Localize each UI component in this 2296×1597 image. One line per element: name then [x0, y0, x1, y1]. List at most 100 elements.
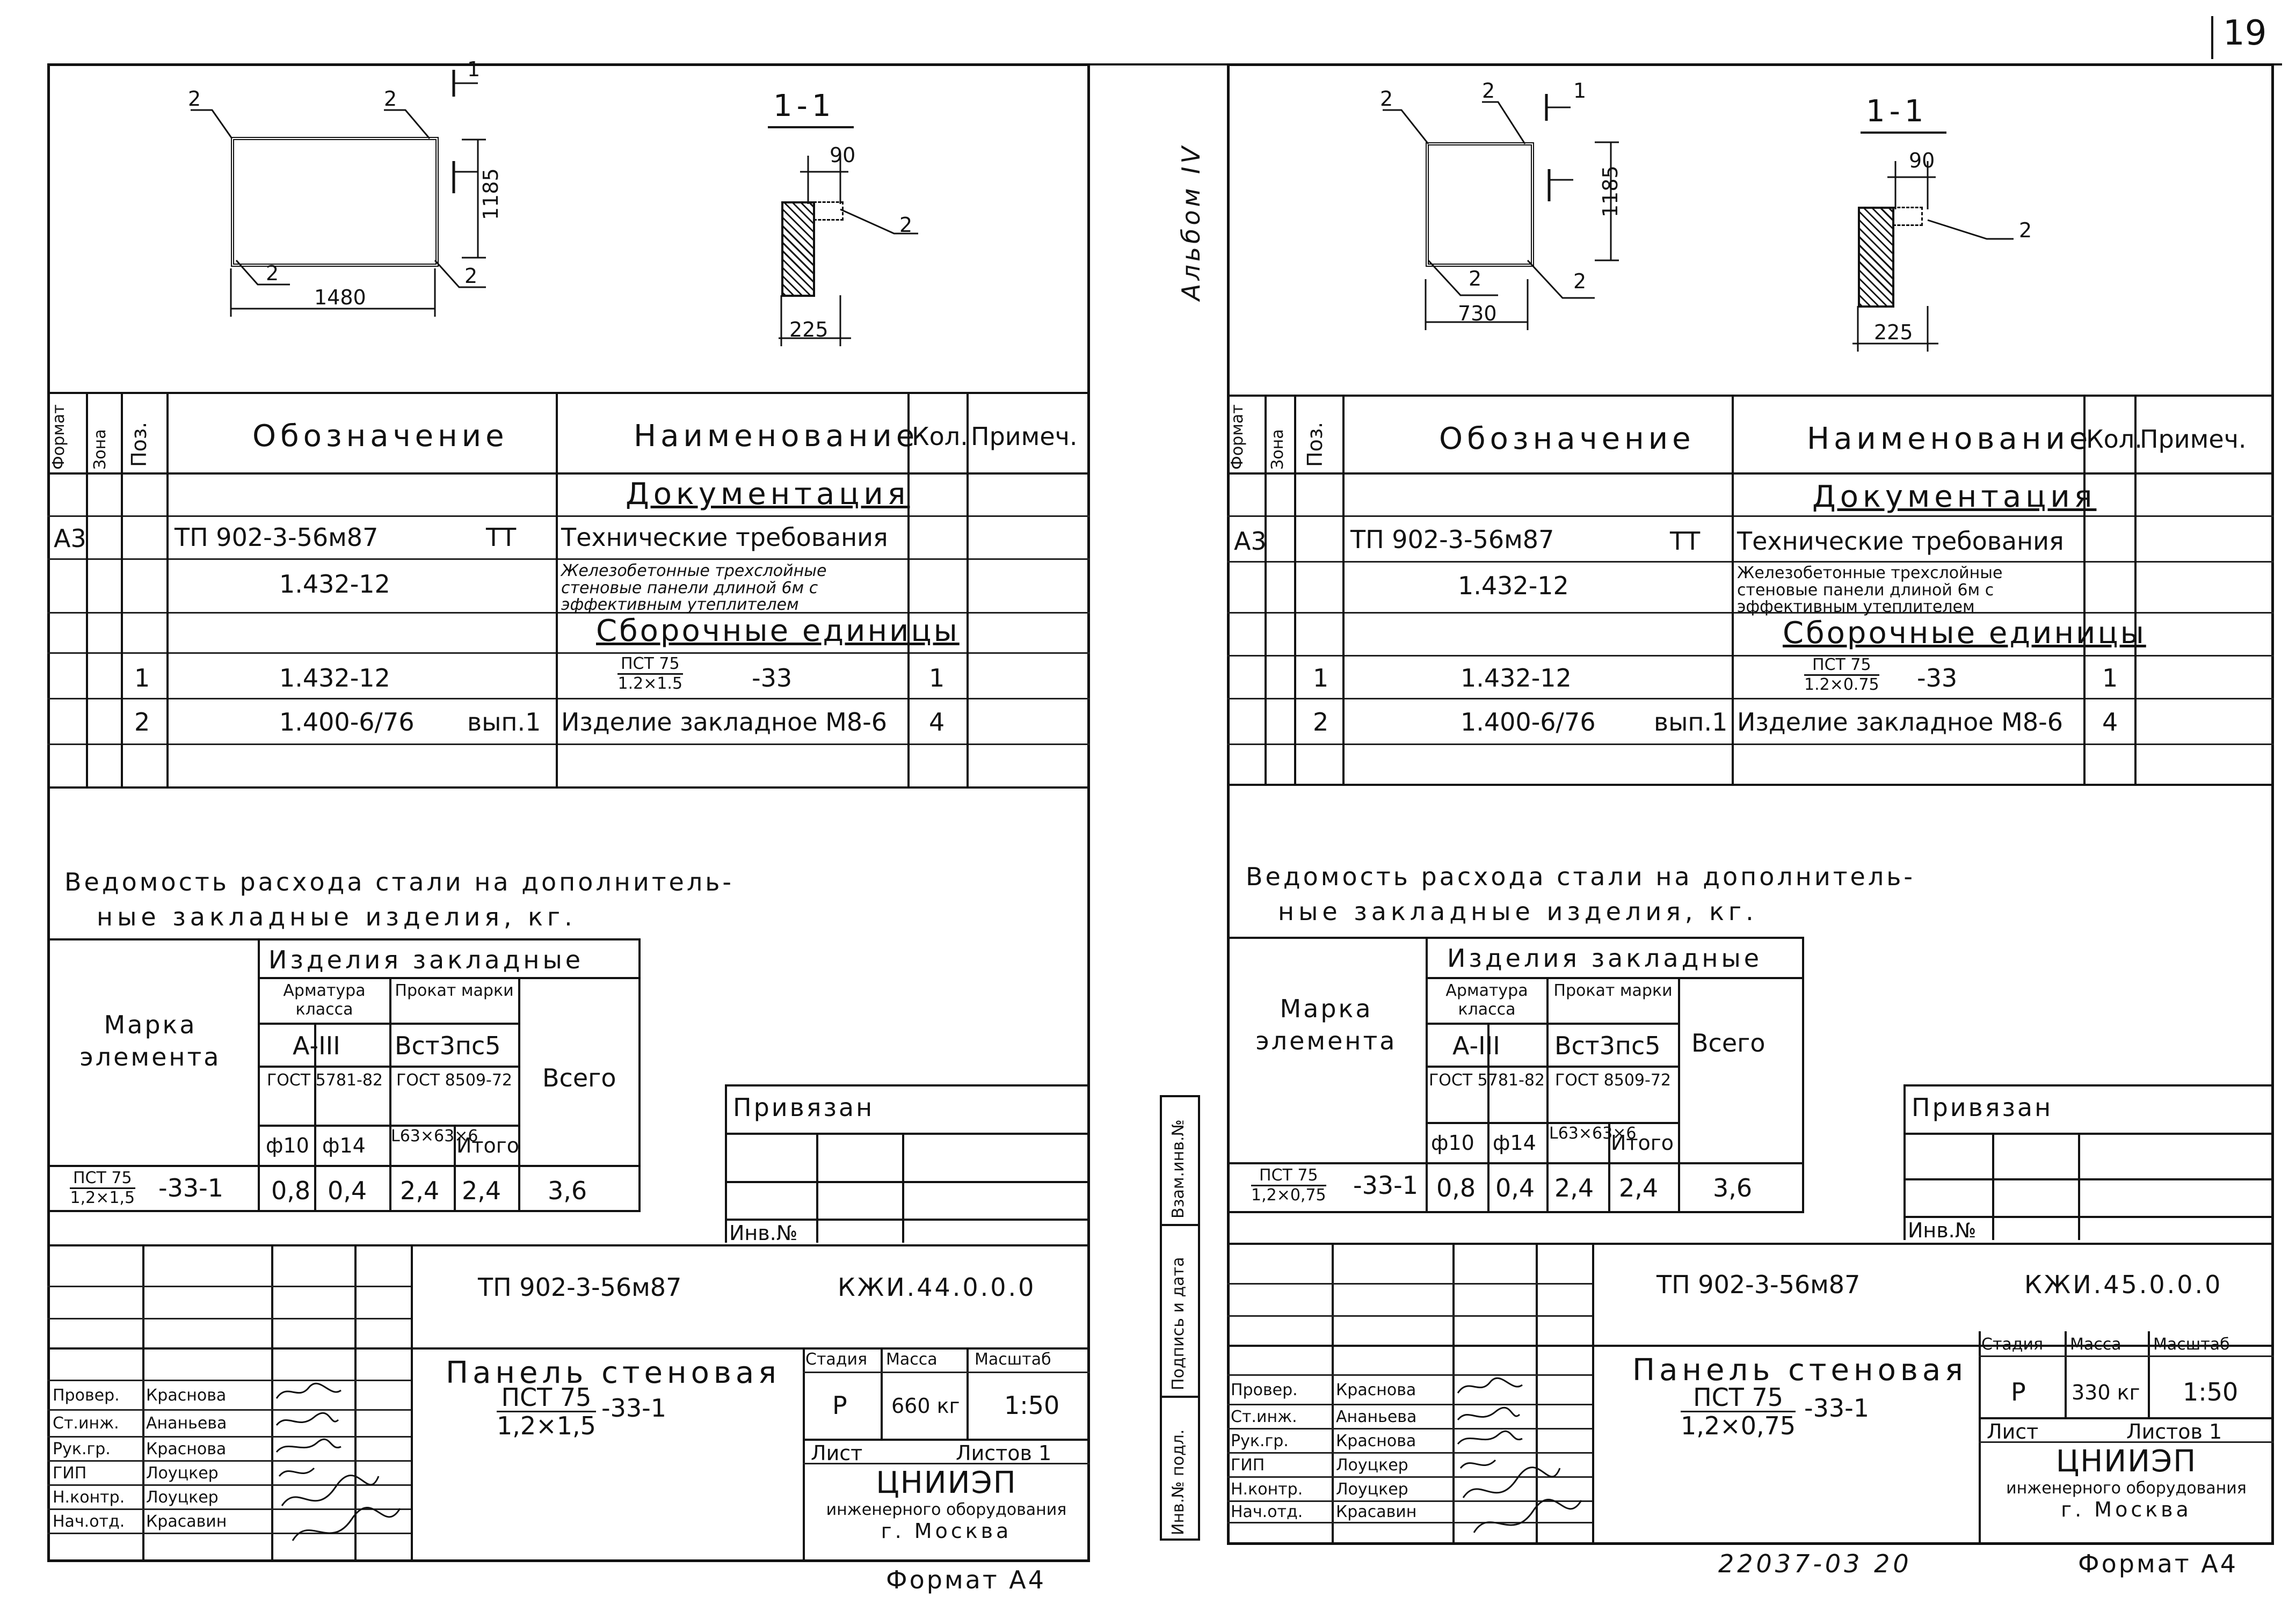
leader-label: 2	[1469, 267, 1482, 290]
spec-designation-cell: ТП 902-3-56м87	[1350, 525, 1554, 554]
spec-pos-cell: 2	[134, 708, 150, 736]
spec-bottom-line	[47, 786, 1090, 789]
width-dimension: 730	[1458, 302, 1497, 325]
role-person: Краснова	[1336, 1381, 1416, 1399]
spec-name-fraction: ПСТ 75 1.2×1.5	[617, 656, 683, 692]
stamp-org-city: г. Москва	[881, 1519, 1012, 1543]
page-number-tick	[2211, 16, 2213, 59]
steel-value-angle: 2,4	[1554, 1173, 1594, 1202]
cut-marker: 1	[467, 57, 481, 81]
steel-mark-tail: -33-1	[158, 1173, 223, 1202]
steel-a3: А-III	[293, 1031, 340, 1060]
spec-qty-cell: 4	[2102, 708, 2118, 736]
stamp-scale: 1:50	[2183, 1377, 2239, 1406]
fraction-numerator: ПСТ 75	[70, 1170, 135, 1189]
section-title: 1-1	[1866, 94, 1928, 129]
spec-designation-cell: 1.432-12	[279, 570, 390, 599]
steel-element-header: Марка элемента	[1255, 994, 1397, 1055]
steel-title: Ведомость расхода стали на дополнитель-	[64, 867, 734, 896]
stamp-stage: Р	[832, 1391, 847, 1420]
steel-a3: А-III	[1452, 1031, 1500, 1060]
role-label: Рук.гр.	[53, 1440, 111, 1459]
cut-marker: 1	[1573, 79, 1587, 103]
steel-itogo: Итого	[1611, 1131, 1674, 1155]
steel-row	[1426, 1122, 1678, 1124]
fraction-denominator: 1,2×1,5	[70, 1188, 135, 1207]
fraction-numerator: ПСТ 75	[1251, 1168, 1326, 1186]
stamp-col	[411, 1244, 413, 1562]
privyazan-row	[725, 1133, 1090, 1135]
stamp-org-city: г. Москва	[2061, 1498, 2192, 1521]
steel-title-2: ные закладные изделия, кг.	[1278, 897, 1758, 926]
steel-col	[1678, 977, 1680, 1213]
steel-value-d10: 0,8	[271, 1176, 311, 1205]
stamp-col	[803, 1347, 805, 1562]
stamp-name-tail: -33-1	[601, 1394, 666, 1423]
role-label: Провер.	[1231, 1381, 1298, 1399]
fraction-denominator: 1.2×0.75	[1804, 675, 1879, 694]
spec-designation-cell: 1.400-6/76	[1461, 708, 1596, 736]
role-label: ГИП	[53, 1464, 87, 1483]
stamp-col	[2065, 1331, 2067, 1417]
spec-section-assemblies: Сборочные единицы	[596, 614, 960, 648]
stamp-name-tail: -33-1	[1804, 1394, 1869, 1423]
spec-suffix-cell: ТТ	[486, 523, 517, 552]
steel-value-angle: 2,4	[400, 1176, 440, 1205]
fraction-numerator: ПСТ 75	[1681, 1385, 1796, 1412]
steel-prokat: Прокат марки	[395, 981, 514, 1000]
height-dimension: 1185	[479, 168, 503, 220]
steel-col	[1608, 1122, 1610, 1213]
steel-col	[1546, 977, 1549, 1213]
stamp-row	[1227, 1476, 1592, 1478]
spec-designation-cell: 1.400-6/76	[279, 708, 415, 736]
spec-row-line	[1227, 612, 2274, 614]
steel-angle: L63×63×6	[1549, 1124, 1637, 1143]
role-person: Ананьева	[146, 1414, 227, 1433]
stamp-org-name: ЦНИИЭП	[876, 1465, 1017, 1500]
spec-header-designation: Обозначение	[1439, 421, 1695, 456]
section-dim-top: 90	[830, 143, 856, 167]
spec-name-fraction: ПСТ 75 1.2×0.75	[1804, 657, 1879, 693]
stamp-row	[47, 1508, 411, 1510]
role-person: Лоуцкер	[1336, 1480, 1408, 1499]
stamp-col	[1979, 1331, 1981, 1545]
section-leader: 2	[2019, 218, 2032, 242]
spec-bottom-line	[1227, 784, 2274, 786]
leader-label: 2	[384, 87, 397, 111]
spec-row-line	[1227, 655, 2274, 657]
steel-armatura: Арматура класса	[283, 981, 366, 1019]
section-title: 1-1	[773, 89, 835, 123]
spec-col-line	[2134, 395, 2137, 784]
stamp-col	[1452, 1243, 1455, 1545]
section-dim-bottom: 225	[1874, 320, 1913, 344]
stamp-sheets-label: Листов 1	[2126, 1420, 2222, 1443]
spec-header-name: Наименование	[1807, 421, 2092, 456]
stamp-col	[354, 1244, 357, 1562]
spec-designation-cell: 1.432-12	[1461, 663, 1572, 692]
signatures	[1457, 1377, 1582, 1533]
side-label-sign: Подпись и дата	[1169, 1257, 1188, 1391]
spec-section-docs: Документация	[626, 477, 910, 512]
spec-header-note: Примеч.	[2140, 425, 2247, 454]
steel-mark-fraction: ПСТ 75 1,2×1,5	[70, 1170, 135, 1206]
spec-col-line	[1294, 395, 1296, 784]
steel-prokat: Прокат марки	[1553, 981, 1673, 1000]
role-label: Ст.инж.	[1231, 1408, 1297, 1426]
stamp-col	[881, 1347, 883, 1439]
privyazan-col	[816, 1133, 818, 1243]
spec-row-line	[47, 652, 1090, 654]
role-person: Краснова	[1336, 1432, 1416, 1450]
side-label-replace: Взам.инв.№	[1169, 1119, 1188, 1219]
stamp-sheets-label: Листов 1	[956, 1441, 1052, 1465]
sheet-left	[47, 63, 1090, 1562]
stamp-mass: 330 кг	[2072, 1381, 2140, 1404]
spec-name-tail: -33	[752, 663, 793, 692]
steel-gost2: ГОСТ 8509-72	[1554, 1071, 1672, 1090]
stamp-org-sub: инженерного оборудования	[2006, 1479, 2247, 1498]
steel-d14: ф14	[1493, 1131, 1536, 1155]
stamp-row	[47, 1533, 411, 1534]
spec-section-docs: Документация	[1812, 479, 2097, 514]
section-leader: 2	[899, 213, 913, 237]
section-dims	[1852, 161, 2014, 352]
steel-table-frame	[47, 938, 641, 1212]
